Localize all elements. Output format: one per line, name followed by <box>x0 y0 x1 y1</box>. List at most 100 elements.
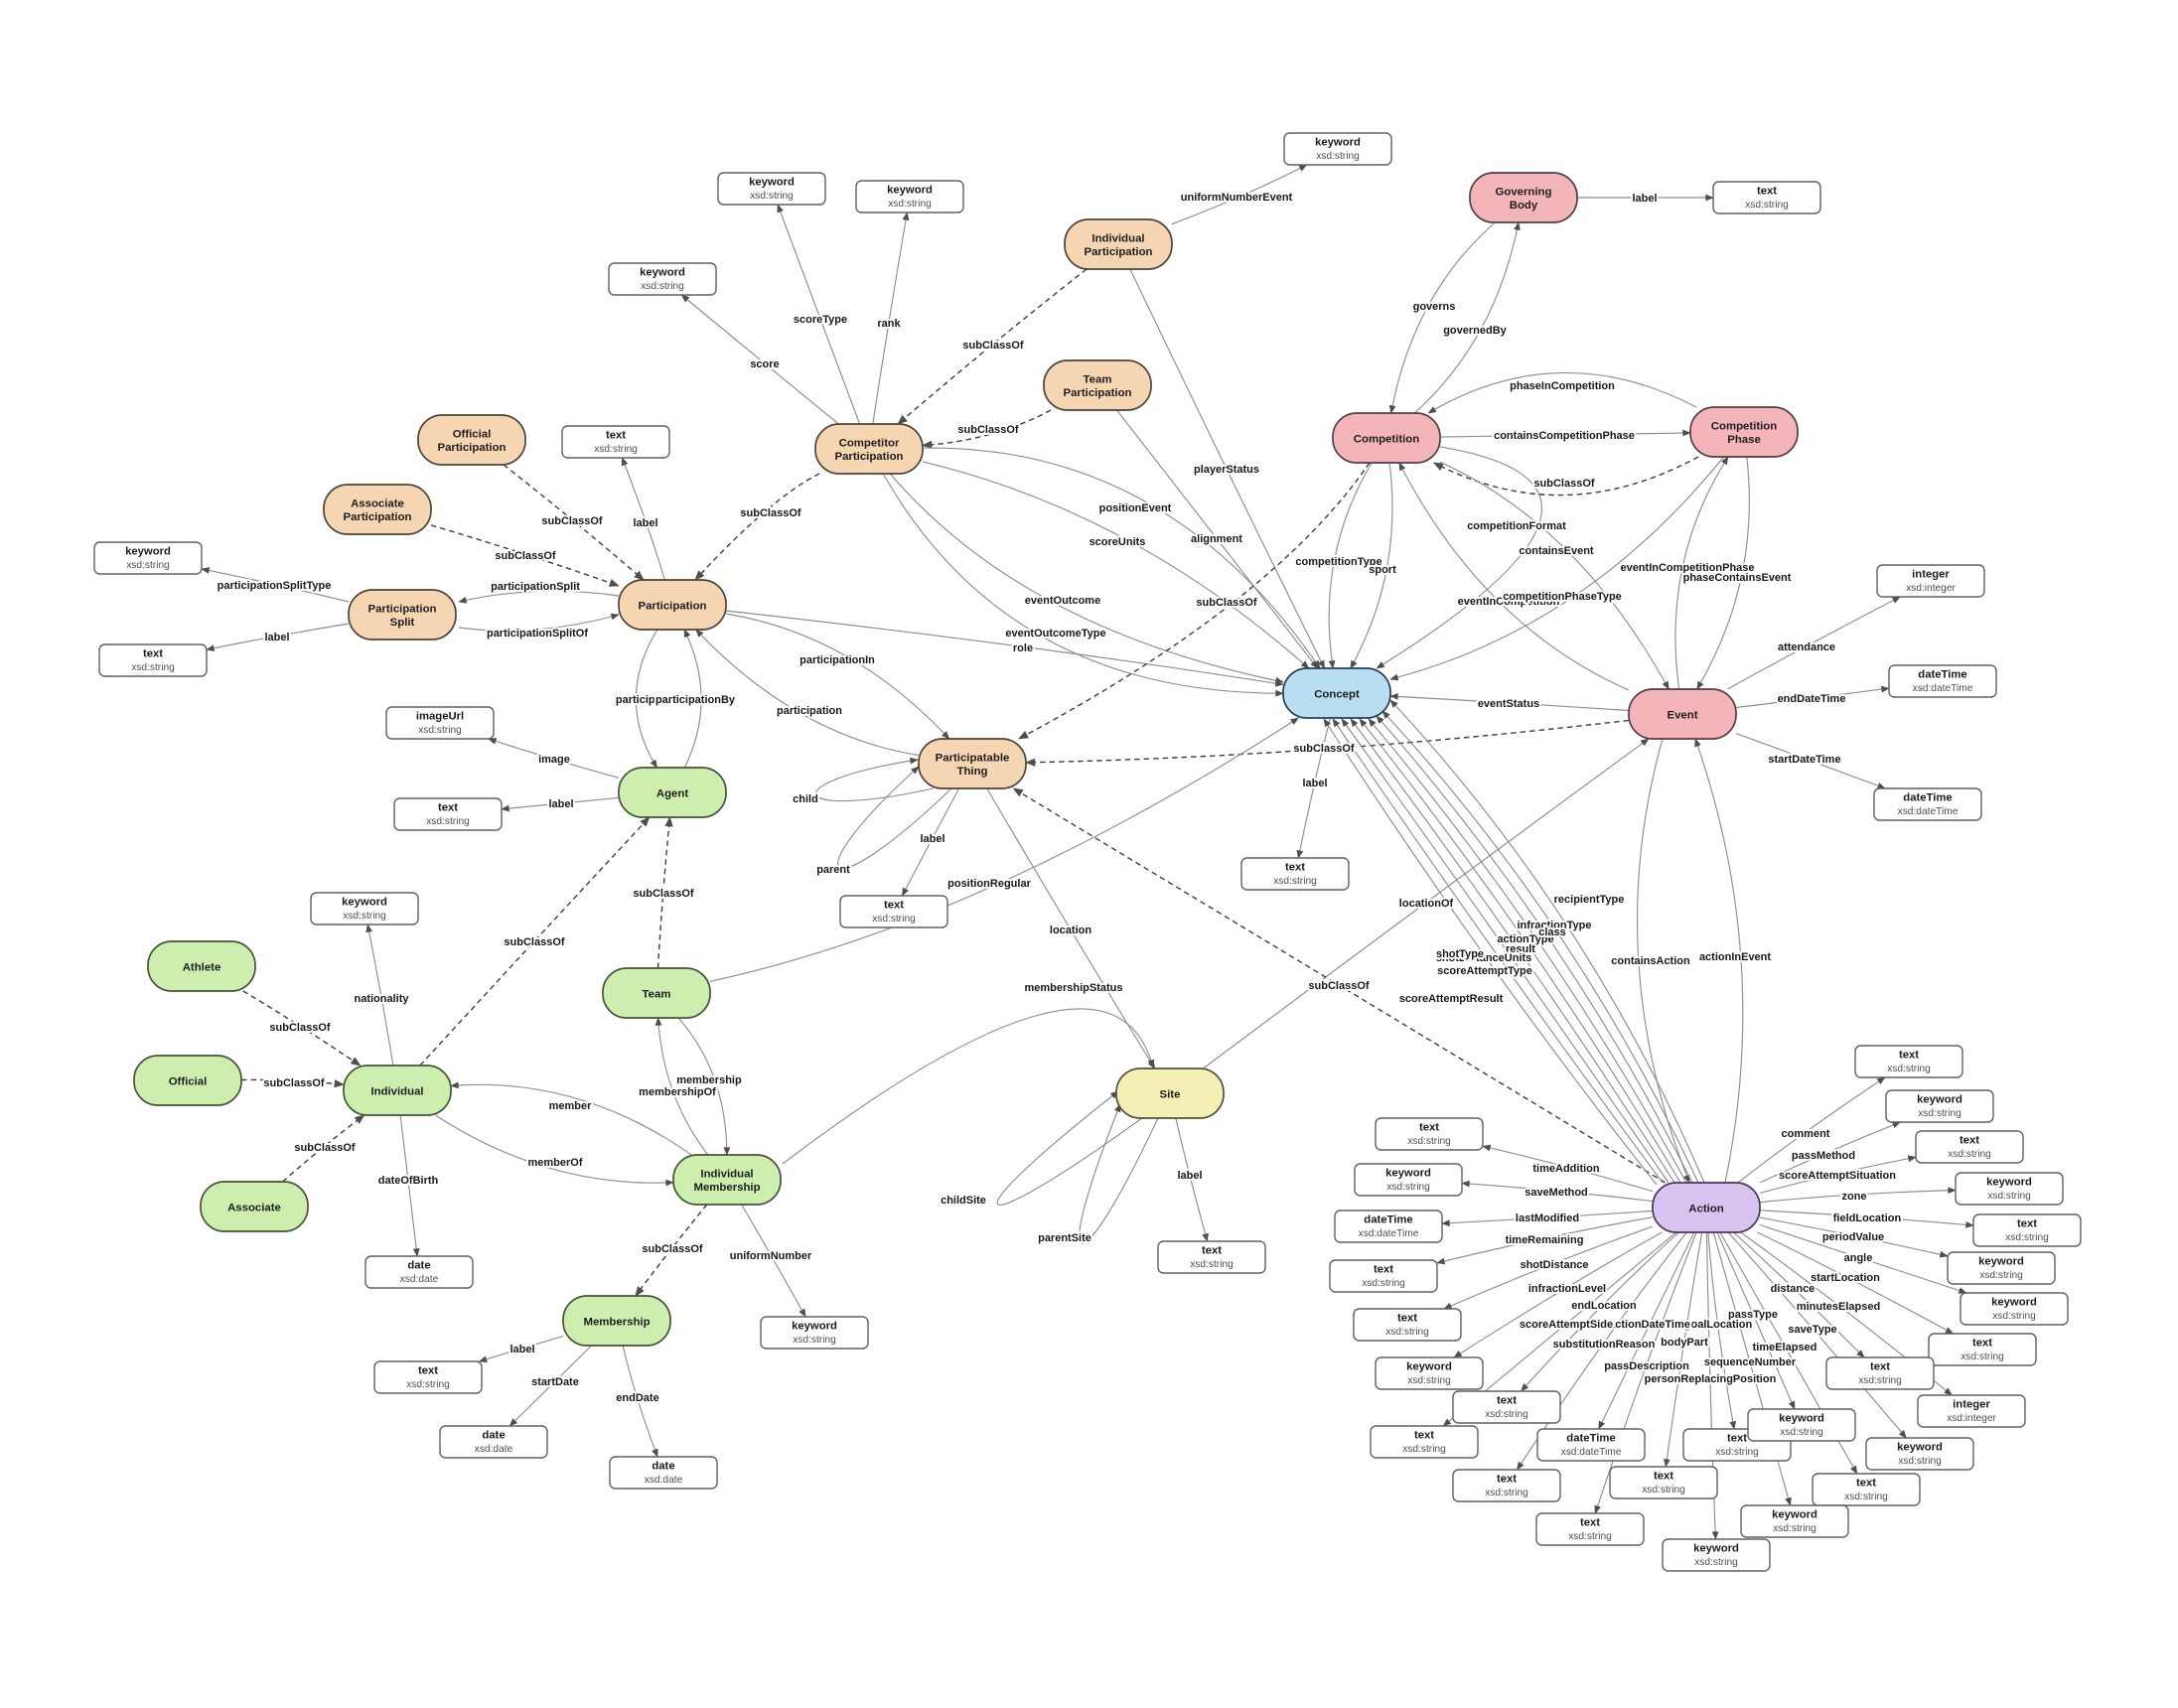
svg-text:keyword: keyword <box>1385 1168 1431 1180</box>
svg-text:xsd:string: xsd:string <box>1485 1488 1528 1498</box>
svg-text:keyword: keyword <box>792 1321 837 1333</box>
svg-text:scoreAttemptResult: scoreAttemptResult <box>1399 993 1504 1005</box>
svg-text:eventStatus: eventStatus <box>1478 698 1539 710</box>
svg-text:Individual: Individual <box>700 1169 753 1181</box>
svg-text:lastModified: lastModified <box>1516 1212 1579 1224</box>
svg-text:personReplacingPosition: personReplacingPosition <box>1645 1373 1777 1385</box>
svg-text:text: text <box>1899 1050 1919 1062</box>
svg-text:infractionLevel: infractionLevel <box>1528 1283 1606 1295</box>
svg-text:containsEvent: containsEvent <box>1519 545 1594 557</box>
svg-text:xsd:string: xsd:string <box>1979 1270 2023 1281</box>
svg-text:scoreUnits: scoreUnits <box>1089 536 1146 548</box>
svg-text:text: text <box>1960 1135 1979 1147</box>
svg-text:infractionType: infractionType <box>1518 920 1592 931</box>
svg-text:scoreAttemptSituation: scoreAttemptSituation <box>1779 1170 1896 1182</box>
svg-text:dateTime: dateTime <box>1903 792 1952 804</box>
svg-text:memberOf: memberOf <box>527 1157 582 1169</box>
svg-text:xsd:string: xsd:string <box>1386 1182 1430 1193</box>
svg-text:Site: Site <box>1160 1089 1181 1101</box>
svg-text:Action: Action <box>1688 1204 1723 1215</box>
svg-text:shotDistanceUnits: shotDistanceUnits <box>1436 952 1532 964</box>
svg-text:label: label <box>1302 778 1327 789</box>
svg-text:subClassOf: subClassOf <box>541 515 602 527</box>
svg-text:text: text <box>1580 1517 1600 1529</box>
svg-text:parentSite: parentSite <box>1038 1232 1091 1244</box>
svg-text:angle: angle <box>1844 1252 1873 1264</box>
svg-text:text: text <box>418 1365 438 1377</box>
svg-text:xsd:string: xsd:string <box>1918 1108 1961 1119</box>
svg-text:text: text <box>143 648 163 660</box>
svg-text:subClassOf: subClassOf <box>642 1243 702 1255</box>
svg-text:child: child <box>793 793 818 805</box>
svg-text:score: score <box>750 358 779 370</box>
svg-text:text: text <box>884 900 904 912</box>
svg-text:xsd:string: xsd:string <box>1190 1259 1234 1270</box>
svg-text:label: label <box>633 517 657 529</box>
svg-text:xsd:string: xsd:string <box>1960 1352 2004 1362</box>
svg-text:endDateTime: endDateTime <box>1778 693 1846 705</box>
svg-text:passMethod: passMethod <box>1792 1150 1855 1162</box>
svg-text:keyword: keyword <box>1986 1177 2032 1189</box>
svg-text:participation: participation <box>777 705 842 717</box>
svg-text:xsd:string: xsd:string <box>1407 1136 1451 1147</box>
svg-text:subClassOf: subClassOf <box>1196 597 1256 609</box>
svg-text:text: text <box>1414 1430 1434 1442</box>
svg-text:text: text <box>1419 1122 1439 1134</box>
svg-text:subClassOf: subClassOf <box>269 1022 330 1034</box>
svg-text:distance: distance <box>1771 1283 1815 1295</box>
svg-text:fieldLocation: fieldLocation <box>1833 1212 1902 1224</box>
svg-text:text: text <box>438 802 458 814</box>
svg-text:containsCompetitionPhase: containsCompetitionPhase <box>1494 430 1635 442</box>
svg-text:xsd:string: xsd:string <box>594 444 638 455</box>
svg-text:participant: participant <box>616 694 672 706</box>
svg-text:xsd:string: xsd:string <box>126 560 170 571</box>
svg-text:scoreType: scoreType <box>794 314 847 326</box>
svg-text:keyword: keyword <box>1693 1543 1739 1555</box>
svg-text:uniformNumberEvent: uniformNumberEvent <box>1181 192 1293 204</box>
svg-text:keyword: keyword <box>1406 1361 1452 1373</box>
svg-text:xsd:string: xsd:string <box>1745 200 1789 211</box>
svg-text:Individual: Individual <box>370 1086 423 1098</box>
svg-text:positionEvent: positionEvent <box>1099 502 1172 514</box>
svg-text:label: label <box>264 632 289 643</box>
svg-text:text: text <box>1870 1361 1890 1373</box>
svg-text:Official: Official <box>453 429 492 441</box>
svg-text:label: label <box>1177 1170 1202 1182</box>
svg-text:xsd:string: xsd:string <box>1407 1375 1451 1386</box>
svg-text:text: text <box>1397 1313 1417 1325</box>
svg-text:subClassOf: subClassOf <box>495 550 555 562</box>
svg-text:rank: rank <box>877 318 901 330</box>
svg-text:shotType: shotType <box>1436 948 1484 960</box>
svg-text:playerStatus: playerStatus <box>1194 464 1259 476</box>
svg-text:xsd:dateTime: xsd:dateTime <box>1561 1447 1622 1458</box>
svg-text:xsd:date: xsd:date <box>645 1475 683 1486</box>
svg-text:xsd:string: xsd:string <box>418 725 462 736</box>
svg-text:xsd:string: xsd:string <box>1948 1149 1991 1160</box>
svg-text:eventOutcomeType: eventOutcomeType <box>1005 628 1105 640</box>
svg-text:participationSplitOf: participationSplitOf <box>487 628 588 640</box>
svg-text:startDate: startDate <box>531 1376 579 1388</box>
svg-text:subClassOf: subClassOf <box>633 888 693 900</box>
svg-text:subClassOf: subClassOf <box>294 1142 355 1154</box>
svg-text:subClassOf: subClassOf <box>740 507 800 519</box>
svg-text:keyword: keyword <box>342 897 387 909</box>
svg-text:xsd:string: xsd:string <box>1642 1485 1685 1495</box>
svg-text:xsd:string: xsd:string <box>1568 1531 1612 1542</box>
svg-text:scoreAttemptType: scoreAttemptType <box>1437 965 1532 977</box>
svg-text:endDate: endDate <box>616 1392 658 1404</box>
svg-text:location: location <box>1050 925 1091 936</box>
svg-text:passDescription: passDescription <box>1604 1360 1689 1372</box>
svg-text:keyword: keyword <box>1315 137 1361 149</box>
svg-text:periodValue: periodValue <box>1822 1231 1884 1243</box>
svg-text:Official: Official <box>169 1076 208 1088</box>
svg-text:endLocation: endLocation <box>1571 1300 1637 1312</box>
svg-text:xsd:string: xsd:string <box>793 1335 836 1346</box>
svg-text:xsd:string: xsd:string <box>1898 1456 1942 1467</box>
svg-text:xsd:integer: xsd:integer <box>1947 1413 1996 1424</box>
svg-text:membershipOf: membershipOf <box>639 1086 716 1098</box>
svg-text:participationSplit: participationSplit <box>491 581 580 593</box>
svg-text:childSite: childSite <box>941 1195 986 1207</box>
svg-text:subClassOf: subClassOf <box>1293 743 1354 755</box>
svg-text:xsd:date: xsd:date <box>400 1274 439 1285</box>
svg-text:Participation: Participation <box>639 601 707 613</box>
